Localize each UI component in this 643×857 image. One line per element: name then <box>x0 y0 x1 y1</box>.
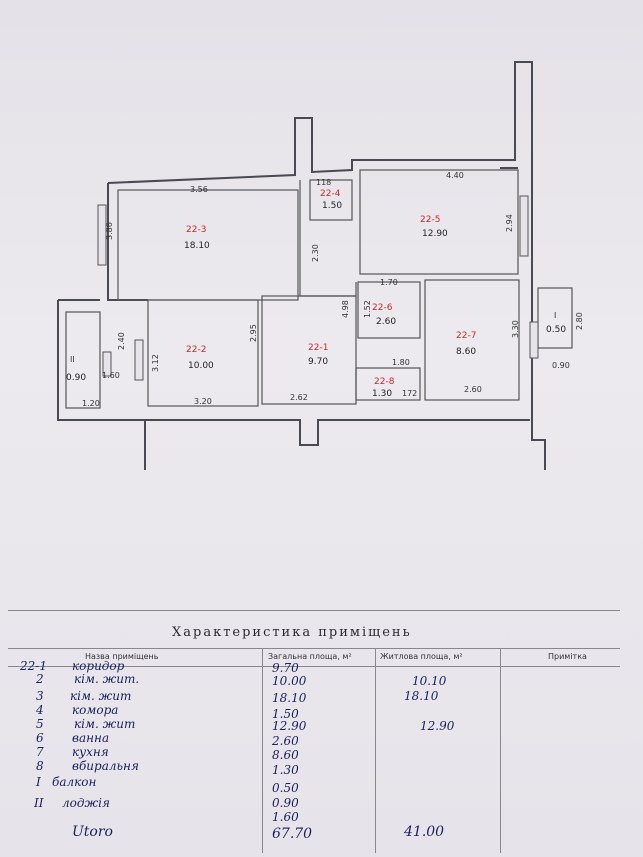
row-total: 2.60 <box>272 734 299 748</box>
header-note: Примітка <box>548 652 587 661</box>
row-total: 12.90 <box>272 719 307 733</box>
svg-text:3.12: 3.12 <box>151 354 160 372</box>
svg-text:3.56: 3.56 <box>190 185 208 194</box>
svg-text:2.94: 2.94 <box>505 214 514 232</box>
svg-text:0.50: 0.50 <box>546 325 566 335</box>
svg-text:4.98: 4.98 <box>341 300 350 318</box>
row-name: лоджія <box>62 796 110 810</box>
svg-text:22-7: 22-7 <box>456 331 476 341</box>
svg-text:2.95: 2.95 <box>249 324 258 342</box>
svg-text:118: 118 <box>316 178 331 187</box>
svg-text:1.52: 1.52 <box>363 300 372 318</box>
svg-text:3.86: 3.86 <box>105 222 114 240</box>
row-total: 1.30 <box>272 763 299 777</box>
row-num: 22-1 <box>20 659 47 673</box>
row-name: комора <box>72 703 119 717</box>
room-labels: 22-3 18.10 22-4 1.50 22-5 12.90 22-6 2.6… <box>66 189 566 399</box>
row-name: вбиральня <box>72 759 139 773</box>
dimension-labels: 3.56 3.86 4.40 2.94 118 1.70 2.30 4.98 1… <box>82 171 584 408</box>
svg-text:8.60: 8.60 <box>456 347 476 357</box>
svg-text:3.20: 3.20 <box>194 397 212 406</box>
total-area: 67.70 <box>272 826 313 842</box>
row-num: 4 <box>36 703 44 717</box>
header-name: Назва приміщень <box>85 652 159 661</box>
svg-text:1.50: 1.50 <box>322 201 342 211</box>
header-total: Загальна площа, м² <box>268 652 352 661</box>
svg-text:12.90: 12.90 <box>422 229 448 239</box>
windows <box>97 195 539 381</box>
inner-walls <box>65 169 573 409</box>
row-total: 10.00 <box>272 674 307 688</box>
svg-text:172: 172 <box>402 389 417 398</box>
svg-text:22-3: 22-3 <box>186 225 206 235</box>
header-bottom-line <box>8 666 620 667</box>
header-top-line <box>8 648 620 649</box>
row-total: 9.70 <box>272 661 299 675</box>
svg-text:3.30: 3.30 <box>511 320 520 338</box>
row-num: 2 <box>36 672 44 686</box>
rooms-table: Характеристика приміщень Назва приміщень… <box>0 600 643 857</box>
svg-text:2.40: 2.40 <box>117 332 126 350</box>
col-divider-3 <box>500 648 501 853</box>
svg-text:0.90: 0.90 <box>66 373 86 383</box>
svg-text:II: II <box>70 355 75 364</box>
svg-text:1.80: 1.80 <box>392 358 410 367</box>
svg-text:1.60: 1.60 <box>102 371 120 380</box>
row-name: ванна <box>72 731 110 745</box>
row-name: кім. жит <box>74 717 136 731</box>
row-living: 18.10 <box>404 689 439 703</box>
row-living: 12.90 <box>420 719 455 733</box>
svg-text:2.60: 2.60 <box>376 317 396 327</box>
row-num: II <box>34 796 44 810</box>
outer-walls <box>57 61 546 470</box>
table-title: Характеристика приміщень <box>172 625 412 640</box>
svg-text:2.62: 2.62 <box>290 393 308 402</box>
row-num: 7 <box>36 745 44 759</box>
svg-text:9.70: 9.70 <box>308 357 328 367</box>
row-name: кухня <box>72 745 109 759</box>
row-living: 10.10 <box>412 674 447 688</box>
svg-text:4.40: 4.40 <box>446 171 464 180</box>
row-total: 18.10 <box>272 691 307 705</box>
svg-text:2.30: 2.30 <box>311 244 320 262</box>
svg-text:22-8: 22-8 <box>374 377 395 387</box>
table-top-line <box>8 610 620 611</box>
row-name: балкон <box>52 775 97 789</box>
row-num: 3 <box>36 689 44 703</box>
col-divider-1 <box>262 648 263 853</box>
svg-text:I: I <box>554 311 556 320</box>
header-living: Житлова площа, м² <box>380 652 463 661</box>
svg-text:22-5: 22-5 <box>420 215 440 225</box>
svg-text:1.20: 1.20 <box>82 399 100 408</box>
row-total: 1.50 <box>272 707 299 721</box>
svg-text:18.10: 18.10 <box>184 241 210 251</box>
svg-text:2.80: 2.80 <box>575 312 584 330</box>
row-num: 6 <box>36 731 44 745</box>
svg-text:22-6: 22-6 <box>372 303 393 313</box>
row-name: кім. жит. <box>74 672 140 686</box>
row-total: 0.90 <box>272 796 299 810</box>
col-divider-2 <box>375 648 376 853</box>
row-total: 8.60 <box>272 748 299 762</box>
row-num: 5 <box>36 717 44 731</box>
svg-text:1.30: 1.30 <box>372 389 392 399</box>
svg-text:10.00: 10.00 <box>188 361 214 371</box>
row-num: 8 <box>36 759 44 773</box>
svg-text:2.60: 2.60 <box>464 385 482 394</box>
row-total: 1.60 <box>272 810 299 824</box>
row-name: кім. жит <box>70 689 132 703</box>
total-label: Utoro <box>72 824 113 840</box>
row-total: 0.50 <box>272 781 299 795</box>
svg-text:1.70: 1.70 <box>380 278 398 287</box>
svg-text:22-4: 22-4 <box>320 189 341 199</box>
total-living: 41.00 <box>404 824 445 840</box>
svg-text:22-1: 22-1 <box>308 343 328 353</box>
svg-text:22-2: 22-2 <box>186 345 206 355</box>
floor-plan: 3.56 3.86 4.40 2.94 118 1.70 2.30 4.98 1… <box>57 61 584 470</box>
row-name: коридор <box>72 659 125 673</box>
row-num: I <box>36 775 41 789</box>
svg-text:0.90: 0.90 <box>552 361 570 370</box>
